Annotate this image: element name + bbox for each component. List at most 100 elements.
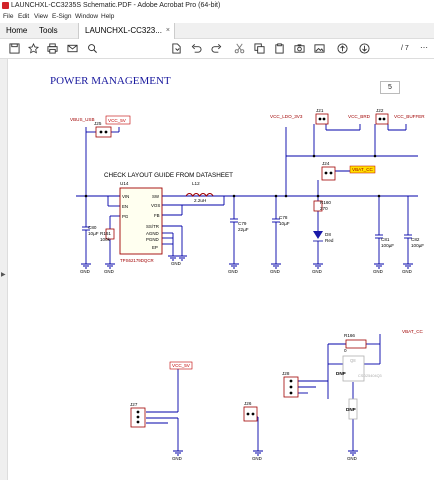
gnd-label: GND	[172, 456, 182, 461]
svg-text:SW: SW	[152, 194, 160, 199]
c78-label: C78	[279, 215, 288, 220]
j26-connector	[243, 406, 258, 422]
r166-resistor	[345, 339, 367, 349]
menu-help[interactable]: Help	[101, 13, 115, 20]
net-vcc-brd: VCC_BRD	[348, 114, 371, 119]
dnp-label-1: DNP	[336, 371, 346, 376]
r160-label: R160	[320, 200, 331, 205]
l12-value: 2.2uH	[194, 198, 206, 203]
d8-led	[313, 231, 323, 239]
svg-text:EN: EN	[122, 204, 128, 209]
menu-esign[interactable]: E-Sign	[52, 13, 72, 20]
cut-icon[interactable]	[233, 42, 245, 54]
snapshot-icon[interactable]	[293, 42, 305, 54]
gnd-label: GND	[252, 456, 262, 461]
svg-text:VOS: VOS	[151, 203, 160, 208]
undo-icon[interactable]	[190, 42, 202, 54]
window-title: LAUNCHXL-CC3235S Schematic.PDF - Adobe A…	[11, 2, 221, 9]
c81-value: 100µF	[381, 243, 394, 248]
menu-window[interactable]: Window	[75, 13, 99, 20]
menu-view[interactable]: View	[34, 13, 48, 20]
tab-document[interactable]: LAUNCHXL-CC323... ×	[78, 23, 175, 39]
menu-edit[interactable]: Edit	[18, 13, 30, 20]
c78-value: 10µF	[279, 221, 290, 226]
c81-label: C81	[381, 237, 390, 242]
net-vcc-buffer: VCC_BUFFER	[394, 114, 425, 119]
u14-regulator	[119, 187, 163, 255]
dnp-label-2: DNP	[346, 407, 356, 412]
schematic-page: POWER MANAGEMENT CHECK LAYOUT GUIDE FROM…	[50, 75, 425, 461]
j24-connector	[321, 166, 336, 181]
c82-value: 100µF	[411, 243, 424, 248]
paste-icon[interactable]	[273, 42, 285, 54]
r161-value: 100k	[100, 237, 111, 242]
navigation-pane[interactable]: ▶	[0, 59, 8, 480]
r160-value: 270	[320, 206, 328, 211]
net-vcc-5v: VCC_5V	[108, 118, 127, 123]
tab-bar: Home Tools LAUNCHXL-CC323... ×	[0, 23, 434, 39]
redo-icon[interactable]	[210, 42, 222, 54]
c79-label: C79	[238, 221, 247, 226]
tab-home[interactable]: Home	[6, 26, 28, 35]
tab-tools[interactable]: Tools	[39, 26, 58, 35]
save-icon[interactable]	[8, 42, 20, 54]
page-down-icon[interactable]	[358, 42, 370, 54]
expand-pane-icon[interactable]: ▶	[1, 272, 6, 278]
q8-transistor	[342, 355, 365, 382]
window-title-bar: LAUNCHXL-CC3235S Schematic.PDF - Adobe A…	[0, 0, 434, 11]
gnd-label: GND	[104, 269, 114, 274]
star-icon[interactable]	[27, 42, 39, 54]
j21-label: J21	[316, 108, 324, 113]
svg-text:PGND: PGND	[146, 237, 159, 242]
layout-note: CHECK LAYOUT GUIDE FROM DATASHEET	[104, 172, 233, 179]
l12-inductor	[185, 193, 214, 197]
j22-label: J22	[376, 108, 384, 113]
j25-connector	[95, 126, 112, 138]
j24-label: J24	[322, 161, 330, 166]
svg-text:SS/TR: SS/TR	[146, 224, 159, 229]
c80-value: 10µF	[88, 231, 99, 236]
r161-label: R161	[100, 231, 111, 236]
close-tab-icon[interactable]: ×	[165, 27, 170, 34]
l12-label: L12	[192, 181, 200, 186]
d8-label: D8	[325, 232, 331, 237]
c80-label: C80	[88, 225, 97, 230]
q8-label: Q8	[350, 358, 356, 363]
document-canvas[interactable]: POWER MANAGEMENT CHECK LAYOUT GUIDE FROM…	[8, 59, 434, 480]
j26-label: J26	[244, 401, 252, 406]
pdf-export-icon[interactable]	[170, 42, 182, 54]
net-vbus-usb: VBUS_USB	[70, 117, 95, 122]
image-icon[interactable]	[313, 42, 325, 54]
page-number-input[interactable]: 5	[380, 81, 400, 94]
c79-value: 22µF	[238, 227, 249, 232]
net-vbat-cc: VBAT_CC	[352, 167, 374, 172]
mail-icon[interactable]	[66, 42, 78, 54]
toolbar: 5 / 7 ⋯	[0, 39, 434, 94]
page-up-icon[interactable]	[336, 42, 348, 54]
q8-part: CSD25404Q3	[358, 374, 382, 378]
r166-label: R166	[344, 333, 355, 338]
more-tools-icon[interactable]: ⋯	[420, 43, 428, 52]
net-vcc-ldo: VCC_LDO_3V3	[270, 114, 303, 119]
menu-bar: File Edit View E-Sign Window Help	[0, 11, 434, 23]
c82-label: C82	[411, 237, 420, 242]
j22-connector	[375, 113, 389, 125]
j21-connector	[315, 113, 329, 125]
u14-label: U14	[120, 181, 129, 186]
r160-resistor	[313, 200, 323, 212]
menu-file[interactable]: File	[3, 13, 14, 20]
svg-text:AGND: AGND	[146, 231, 159, 236]
dnp-resistor	[348, 398, 358, 420]
gnd-label: GND	[402, 269, 412, 274]
acrobat-icon	[2, 2, 9, 9]
gnd-label: GND	[228, 269, 238, 274]
page-total: / 7	[401, 45, 409, 52]
section-heading: POWER MANAGEMENT	[50, 75, 171, 87]
svg-text:VIN: VIN	[122, 194, 129, 199]
print-icon[interactable]	[46, 42, 58, 54]
copy-icon[interactable]	[253, 42, 265, 54]
gnd-label: GND	[80, 269, 90, 274]
j28-label: J28	[282, 371, 290, 376]
search-icon[interactable]	[86, 42, 98, 54]
j25-label: J25	[94, 121, 102, 126]
